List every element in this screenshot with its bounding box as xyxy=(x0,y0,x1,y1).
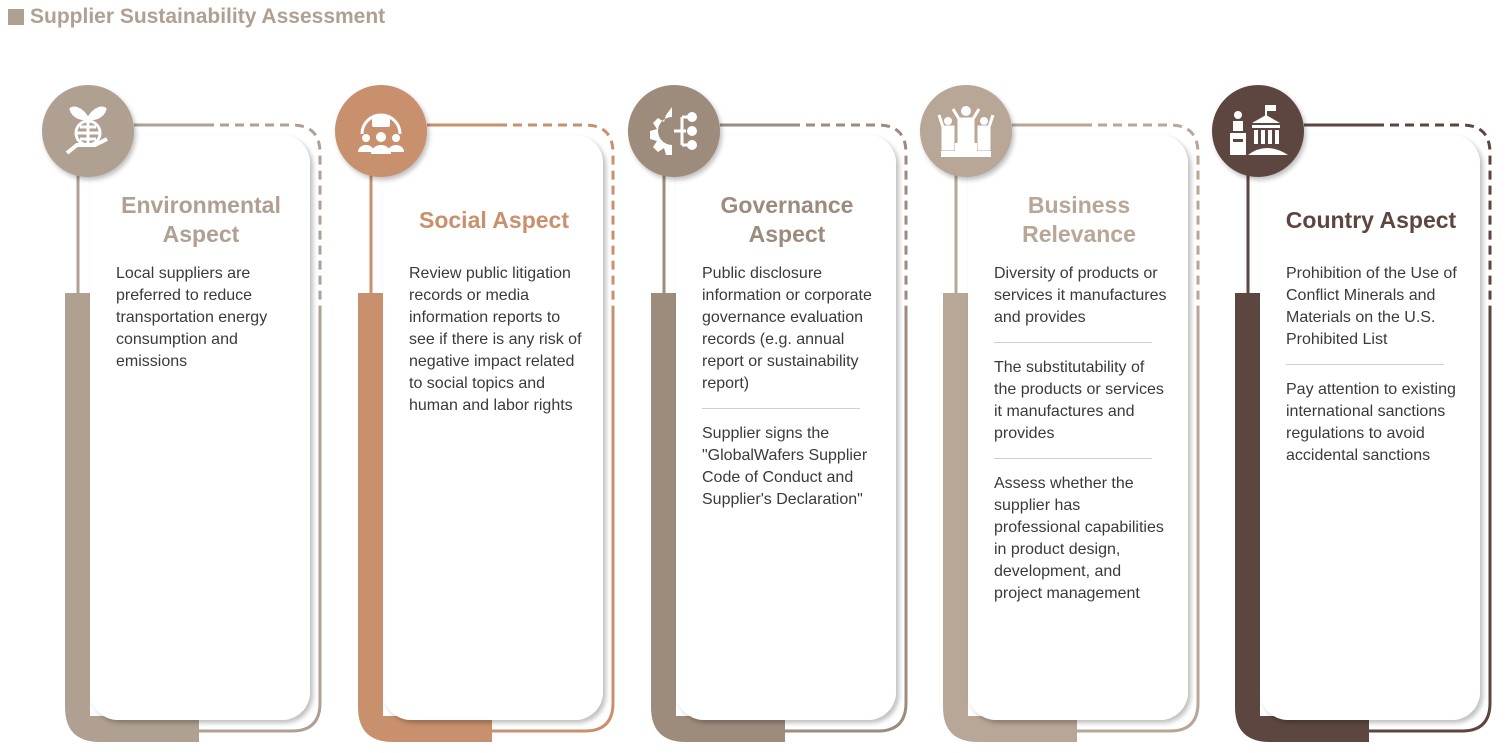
card-body: Review public litigation records or medi… xyxy=(409,263,583,417)
card-body: Public disclosure information or corpora… xyxy=(702,263,876,511)
card-governance-aspect: Governance Aspect Public disclosure info… xyxy=(586,0,916,753)
card-item: Local suppliers are preferred to reduce … xyxy=(116,265,268,370)
card-frame xyxy=(1235,123,1492,742)
card-heading: Governance Aspect xyxy=(720,192,854,247)
government-building-icon xyxy=(1212,85,1304,177)
card-body: Diversity of products or services it man… xyxy=(994,263,1168,605)
divider xyxy=(1286,364,1444,365)
card-item: Diversity of products or services it man… xyxy=(994,265,1167,326)
community-chat-icon xyxy=(335,85,427,177)
title-square-icon xyxy=(8,9,24,25)
card-body: Local suppliers are preferred to reduce … xyxy=(116,263,290,373)
card-body: Prohibition of the Use of Conflict Miner… xyxy=(1286,263,1460,467)
page-title-text: Supplier Sustainability Assessment xyxy=(30,5,386,28)
hand-globe-plant-icon xyxy=(42,85,134,177)
card-heading: Social Aspect xyxy=(419,206,569,233)
card-item: Prohibition of the Use of Conflict Miner… xyxy=(1286,265,1457,348)
card-frame xyxy=(65,123,322,742)
card-heading: Environmental Aspect xyxy=(121,192,281,247)
card-heading: Business Relevance xyxy=(1022,192,1136,247)
card-item: Public disclosure information or corpora… xyxy=(702,265,872,392)
divider xyxy=(702,408,860,409)
card-item: Pay attention to existing international … xyxy=(1286,381,1456,464)
card-item: Supplier signs the "GlobalWafers Supplie… xyxy=(702,425,868,508)
card-frame xyxy=(943,123,1200,742)
gear-network-icon xyxy=(628,85,720,177)
card-frame xyxy=(358,123,615,742)
divider xyxy=(994,458,1152,459)
podium-winners-icon xyxy=(920,85,1012,177)
card-business-relevance: Business Relevance Diversity of products… xyxy=(878,0,1208,753)
card-heading: Country Aspect xyxy=(1285,206,1457,233)
card-frame xyxy=(651,123,908,742)
divider xyxy=(994,342,1152,343)
card-item: The substitutability of the products or … xyxy=(994,359,1164,442)
card-social-aspect: Social Aspect Review public litigation r… xyxy=(293,0,623,753)
card-country-aspect: Country Aspect Prohibition of the Use of… xyxy=(1170,0,1500,753)
page-title: Supplier Sustainability Assessment xyxy=(8,5,385,29)
card-item: Assess whether the supplier has professi… xyxy=(994,475,1164,602)
card-item: Review public litigation records or medi… xyxy=(409,265,582,414)
card-environmental-aspect: Environmental Aspect Local suppliers are… xyxy=(0,0,330,753)
